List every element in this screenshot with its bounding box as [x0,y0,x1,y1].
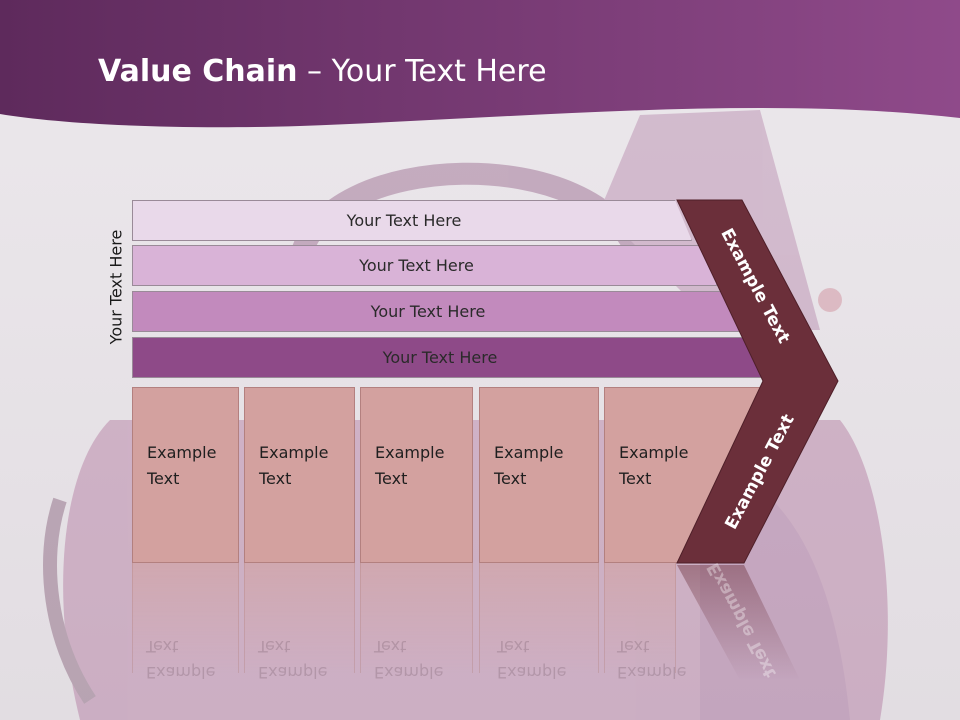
bar-1-label: Your Text Here [346,211,462,230]
bar-4[interactable]: Your Text Here [132,337,764,378]
title-rest: – Your Text Here [297,54,547,89]
header-band [0,0,960,128]
example-box-4[interactable]: Example Text [479,387,599,563]
example-box-2[interactable]: Example Text [244,387,355,563]
side-label: Your Text Here [106,229,126,345]
bar-1[interactable]: Your Text Here [132,200,692,241]
example-box-1[interactable]: Example Text [132,387,239,563]
example-box-3[interactable]: Example Text [360,387,473,563]
bar-2[interactable]: Your Text Here [132,245,717,286]
title-bold: Value Chain [98,54,298,89]
bar-4-label: Your Text Here [382,348,498,367]
bar-3[interactable]: Your Text Here [132,291,740,332]
bar-3-label: Your Text Here [370,302,486,321]
page-title: Value Chain – Your Text Here [98,54,547,89]
bar-2-label: Your Text Here [359,256,474,275]
